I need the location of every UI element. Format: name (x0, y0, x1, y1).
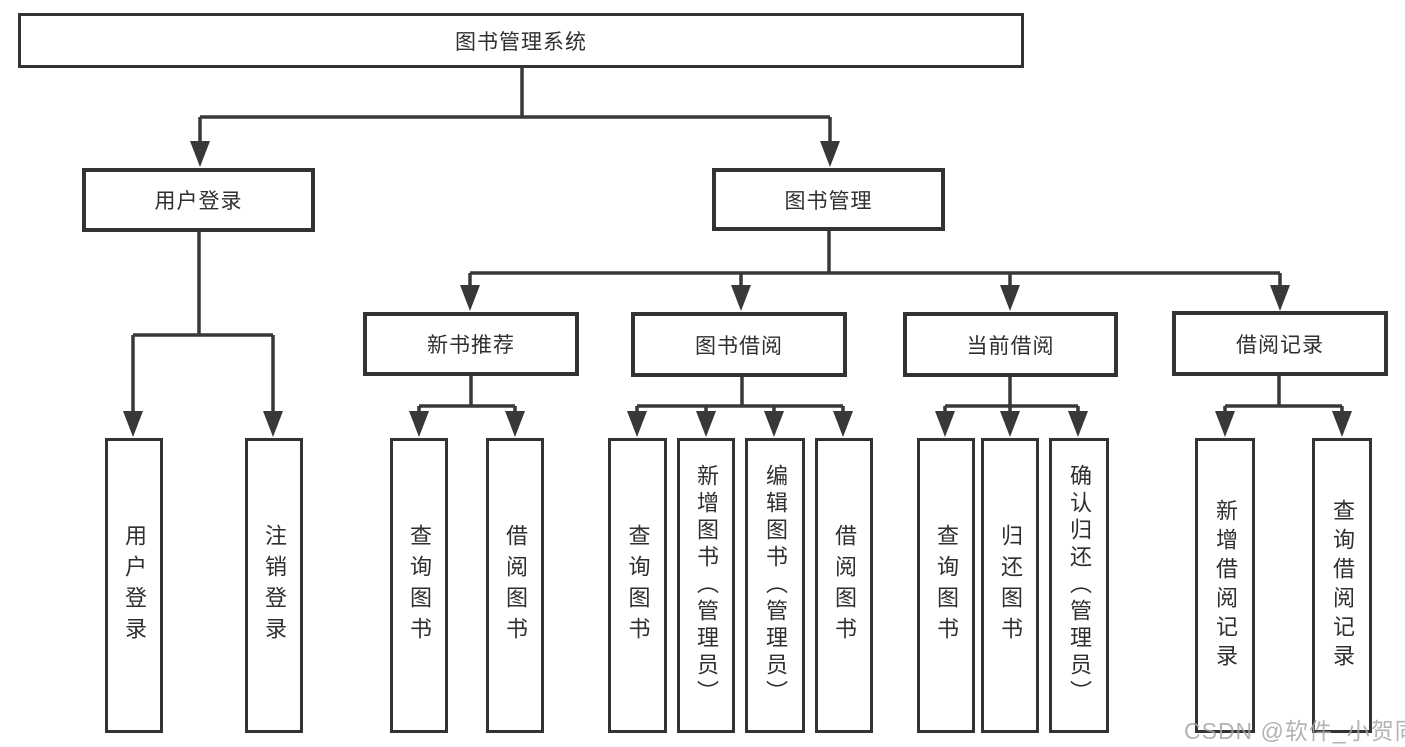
node-borrow-record: 借阅记录 (1172, 311, 1388, 376)
node-new-book-recommend: 新书推荐 (363, 312, 579, 376)
leaf-logout: 注销登录 (245, 438, 303, 733)
arrowhead (833, 411, 853, 437)
leaf-query-book-1: 查询图书 (390, 438, 448, 733)
node-new-book-recommend-label: 新书推荐 (427, 334, 515, 357)
leaf-add-book-admin: 新增图书（管理员） (677, 438, 735, 733)
leaf-edit-book-admin-label: 编辑图书（管理员） (763, 464, 788, 707)
leaf-borrow-book-2: 借阅图书 (815, 438, 873, 733)
node-borrow-record-label: 借阅记录 (1236, 333, 1324, 357)
arrowhead (1332, 411, 1352, 437)
watermark-text: CSDN @软件_小贺同学 (1184, 718, 1405, 744)
leaf-return-book-label: 归还图书 (998, 523, 1023, 648)
leaf-query-book-2-label: 查询图书 (625, 523, 651, 648)
arrowhead (764, 411, 784, 437)
leaf-query-book-3: 查询图书 (917, 438, 975, 733)
leaf-confirm-return-admin: 确认归还（管理员） (1049, 438, 1109, 733)
leaf-borrow-book-2-label: 借阅图书 (832, 523, 857, 648)
node-book-management: 图书管理 (712, 168, 945, 231)
leaf-return-book: 归还图书 (981, 438, 1039, 733)
leaf-query-book-1-label: 查询图书 (407, 523, 432, 648)
node-book-borrow: 图书借阅 (631, 312, 847, 377)
arrowhead (1270, 285, 1290, 311)
arrowhead (190, 141, 210, 167)
node-book-borrow-label: 图书借阅 (695, 334, 783, 358)
node-current-borrow: 当前借阅 (903, 312, 1118, 377)
leaf-query-borrow-record-label: 查询借阅记录 (1330, 498, 1355, 673)
node-book-management-label: 图书管理 (784, 189, 873, 213)
leaf-add-borrow-record-label: 新增借阅记录 (1213, 498, 1238, 673)
leaf-add-borrow-record: 新增借阅记录 (1195, 438, 1255, 733)
arrowhead (1215, 411, 1235, 437)
arrowhead (505, 411, 525, 437)
arrowhead (460, 285, 480, 311)
arrowhead (935, 411, 955, 437)
arrowhead (1068, 411, 1088, 437)
leaf-user-login-label: 用户登录 (122, 523, 147, 648)
node-current-borrow-label: 当前借阅 (966, 334, 1055, 358)
arrowhead (1000, 285, 1020, 311)
leaf-confirm-return-admin-label: 确认归还（管理员） (1067, 464, 1092, 707)
arrowhead (731, 285, 751, 311)
node-user-login-label: 用户登录 (154, 190, 243, 213)
arrowhead (820, 141, 840, 167)
node-root: 图书管理系统 (18, 13, 1024, 68)
arrowhead (696, 411, 716, 437)
leaf-query-borrow-record: 查询借阅记录 (1312, 438, 1372, 733)
leaf-user-login: 用户登录 (105, 438, 163, 733)
arrowhead (1000, 411, 1020, 437)
arrowhead (123, 411, 143, 437)
leaf-query-book-2: 查询图书 (608, 438, 667, 733)
node-root-label: 图书管理系统 (455, 30, 587, 54)
arrowhead (409, 411, 429, 437)
leaf-borrow-book-1-label: 借阅图书 (503, 523, 528, 648)
leaf-logout-label: 注销登录 (262, 523, 287, 648)
leaf-query-book-3-label: 查询图书 (934, 523, 959, 648)
arrowheads (123, 141, 1352, 437)
leaf-add-book-admin-label: 新增图书（管理员） (694, 464, 719, 707)
leaf-borrow-book-1: 借阅图书 (486, 438, 544, 733)
node-user-login: 用户登录 (82, 168, 315, 232)
arrowhead (627, 411, 647, 437)
arrowhead (263, 411, 283, 437)
leaf-edit-book-admin: 编辑图书（管理员） (745, 438, 805, 733)
